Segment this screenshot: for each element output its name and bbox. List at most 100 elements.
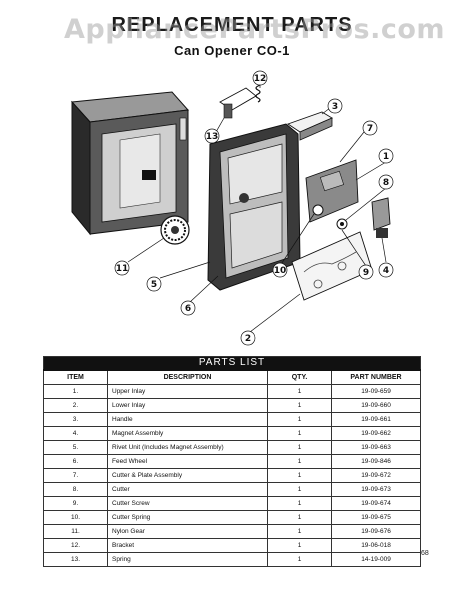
- cell-item: 13.: [43, 552, 108, 567]
- callout-6: [180, 300, 196, 316]
- cell-item: 7.: [43, 468, 108, 483]
- cell-part-number: 14-19-009: [330, 552, 422, 567]
- page-number: 68: [421, 550, 429, 557]
- cell-part-number: 19-09-660: [330, 398, 422, 413]
- callout-5: [146, 276, 162, 292]
- callout-label: 8: [383, 178, 389, 188]
- cell-part-number: 19-09-675: [330, 510, 422, 525]
- cell-qty: 1: [267, 398, 332, 413]
- cell-description: Magnet Assembly: [107, 426, 268, 441]
- bracket-and-spring: [219, 81, 261, 119]
- cell-description: Feed Wheel: [107, 454, 268, 469]
- cell-qty: 1: [267, 482, 332, 497]
- callout-10: [272, 262, 288, 278]
- callout-label: 10: [274, 266, 287, 276]
- callout-12: [252, 70, 268, 86]
- cell-part-number: 19-09-674: [330, 496, 422, 511]
- cell-qty: 1: [267, 496, 332, 511]
- callout-label: 3: [332, 102, 338, 112]
- cell-item: 10.: [43, 510, 108, 525]
- column-header-qty: QTY.: [267, 369, 332, 385]
- callout-label: 2: [245, 334, 251, 344]
- cell-description: Cutter: [107, 482, 268, 497]
- callout-8: [378, 174, 394, 190]
- cell-part-number: 19-06-018: [330, 538, 422, 553]
- front-panel: [207, 123, 301, 291]
- callout-3: [327, 98, 343, 114]
- cell-qty: 1: [267, 440, 332, 455]
- cutter-plate-assembly: [305, 159, 359, 230]
- page-subtitle: Can Opener CO-1: [174, 43, 290, 58]
- cell-qty: 1: [267, 454, 332, 469]
- cell-item: 11.: [43, 524, 108, 539]
- cell-description: Upper Inlay: [107, 384, 268, 399]
- cell-qty: 1: [267, 468, 332, 483]
- callout-label: 9: [363, 268, 369, 278]
- cell-part-number: 19-09-672: [330, 468, 422, 483]
- cell-part-number: 19-09-659: [330, 384, 422, 399]
- cell-description: Handle: [107, 412, 268, 427]
- callout-label: 7: [367, 124, 373, 134]
- cell-description: Bracket: [107, 538, 268, 553]
- cell-item: 6.: [43, 454, 108, 469]
- cell-item: 9.: [43, 496, 108, 511]
- cell-item: 3.: [43, 412, 108, 427]
- cell-description: Lower Inlay: [107, 398, 268, 413]
- callout-9: [358, 264, 374, 280]
- cell-item: 4.: [43, 426, 108, 441]
- cell-part-number: 19-09-673: [330, 482, 422, 497]
- callout-label: 11: [116, 264, 129, 274]
- callout-1: [378, 148, 394, 164]
- housing-box: [70, 91, 190, 236]
- column-header-item: ITEM: [43, 369, 108, 385]
- cell-description: Rivet Unit (Includes Magnet Assembly): [107, 440, 268, 455]
- cell-qty: 1: [267, 538, 332, 553]
- column-header-description: DESCRIPTION: [107, 369, 268, 385]
- cell-description: Nylon Gear: [107, 524, 268, 539]
- callout-label: 1: [383, 152, 389, 162]
- cell-item: 2.: [43, 398, 108, 413]
- callout-11: [114, 260, 130, 276]
- cell-item: 12.: [43, 538, 108, 553]
- magnet-assembly: [371, 197, 391, 238]
- cell-part-number: 19-09-846: [330, 454, 422, 469]
- callout-4: [378, 262, 394, 278]
- table-row: 5.Rivet Unit (Includes Magnet Assembly)1…: [43, 440, 422, 455]
- cell-part-number: 19-09-662: [330, 426, 422, 441]
- cell-description: Cutter Screw: [107, 496, 268, 511]
- cell-item: 1.: [43, 384, 108, 399]
- cell-description: Spring: [107, 552, 268, 567]
- cell-part-number: 19-09-676: [330, 524, 422, 539]
- callouts: [114, 70, 394, 346]
- cell-qty: 1: [267, 510, 332, 525]
- cell-item: 8.: [43, 482, 108, 497]
- nylon-gear: [160, 215, 190, 245]
- callout-label: 12: [254, 74, 267, 84]
- cell-qty: 1: [267, 384, 332, 399]
- callout-label: 4: [383, 266, 389, 276]
- parts-list-banner: PARTS LIST: [42, 356, 422, 371]
- exploded-parts-diagram: 12 3 13 7 1 8 11 5 10 9 4 6 2: [70, 70, 394, 346]
- cell-description: Cutter & Plate Assembly: [107, 468, 268, 483]
- cell-qty: 1: [267, 412, 332, 427]
- callout-label: 5: [151, 280, 157, 290]
- callout-7: [362, 120, 378, 136]
- callout-13: [204, 128, 220, 144]
- handle: [287, 111, 333, 141]
- cell-item: 5.: [43, 440, 108, 455]
- cell-qty: 1: [267, 524, 332, 539]
- page-title: REPLACEMENT PARTS: [111, 14, 353, 36]
- cell-part-number: 19-09-661: [330, 412, 422, 427]
- cell-description: Cutter Spring: [107, 510, 268, 525]
- lower-inlay: [291, 231, 373, 301]
- callout-label: 13: [206, 132, 219, 142]
